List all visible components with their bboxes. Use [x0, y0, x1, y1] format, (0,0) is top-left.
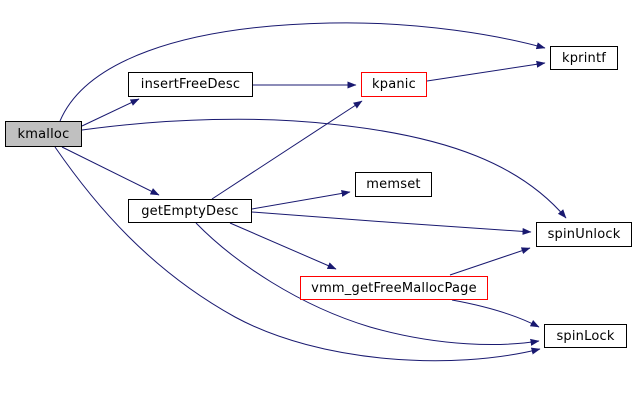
node-label: memset	[366, 177, 421, 192]
edge-kmalloc-to-insertFreeDesc	[81, 98, 140, 127]
node-kpanic[interactable]: kpanic	[361, 72, 427, 97]
node-label: kmalloc	[17, 126, 70, 142]
node-label: insertFreeDesc	[140, 77, 241, 92]
node-label: getEmptyDesc	[141, 203, 239, 219]
node-label: kprintf	[561, 50, 607, 66]
edge-getEmptyDesc-to-kpanic	[211, 100, 363, 200]
node-getEmptyDesc[interactable]: getEmptyDesc	[128, 199, 252, 223]
edge-kmalloc-to-spinLock	[54, 146, 541, 362]
node-vmm_getFreeMallocPage[interactable]: vmm_getFreeMallocPage	[300, 276, 488, 300]
edge-getEmptyDesc-to-spinUnlock	[251, 211, 532, 235]
node-label: vmm_getFreeMallocPage	[311, 280, 477, 296]
edge-getEmptyDesc-to-memset	[251, 190, 351, 210]
node-insertFreeDesc[interactable]: insertFreeDesc	[128, 72, 253, 97]
node-label: spinLock	[556, 328, 615, 344]
edge-getEmptyDesc-to-spinLock	[195, 222, 540, 346]
node-kmalloc[interactable]: kmalloc	[5, 121, 82, 147]
edge-kpanic-to-kprintf	[426, 60, 546, 82]
edge-kmalloc-to-kprintf	[59, 22, 546, 122]
node-memset[interactable]: memset	[355, 172, 432, 197]
node-spinLock[interactable]: spinLock	[544, 324, 627, 348]
edge-vmm_getFreeMallocPage-to-spinUnlock	[449, 247, 531, 276]
edge-vmm_getFreeMallocPage-to-spinLock	[451, 299, 540, 328]
node-label: spinUnlock	[547, 227, 621, 242]
node-label: kpanic	[372, 77, 416, 92]
edge-kmalloc-to-spinUnlock	[81, 118, 567, 219]
node-kprintf[interactable]: kprintf	[550, 46, 618, 70]
edge-kmalloc-to-getEmptyDesc	[61, 146, 160, 196]
node-spinUnlock[interactable]: spinUnlock	[536, 222, 632, 247]
edge-getEmptyDesc-to-vmm_getFreeMallocPage	[229, 222, 337, 270]
